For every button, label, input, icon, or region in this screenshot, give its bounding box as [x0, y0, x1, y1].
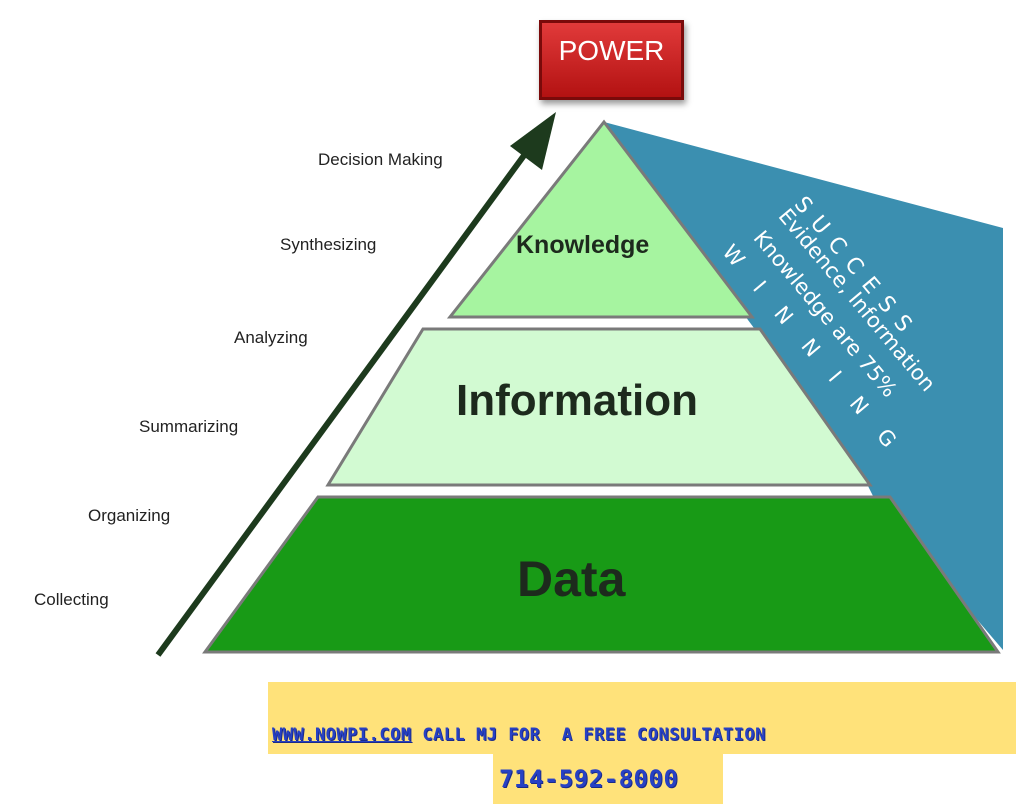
process-arrow: [155, 148, 531, 657]
footer-line: WWW.NOWPI.COM CALL MJ FOR A FREE CONSULT…: [272, 725, 766, 745]
footer-banner: [268, 682, 1016, 754]
information-layer: [325, 327, 873, 487]
consultation-text: CALL MJ FOR A FREE CONSULTATION: [422, 725, 766, 745]
knowledge-layer: [446, 119, 756, 319]
step-synthesizing: Synthesizing: [280, 235, 377, 254]
step-summarizing: Summarizing: [139, 417, 239, 436]
power-label: POWER: [558, 35, 665, 66]
step-collecting: Collecting: [34, 590, 109, 609]
knowledge-label: Knowledge: [516, 231, 650, 259]
step-organizing: Organizing: [88, 506, 171, 525]
footer-phone-banner: [493, 754, 723, 804]
information-label: Information: [456, 376, 698, 425]
data-layer: [202, 495, 1001, 654]
phone-number[interactable]: 714-592-8000: [499, 765, 679, 793]
power-box: POWER: [539, 20, 684, 100]
step-analyzing: Analyzing: [234, 328, 308, 347]
step-decision-making: Decision Making: [318, 150, 443, 169]
arrow-head-icon: [510, 112, 556, 170]
website-link[interactable]: WWW.NOWPI.COM: [272, 725, 412, 745]
data-label: Data: [517, 551, 626, 607]
